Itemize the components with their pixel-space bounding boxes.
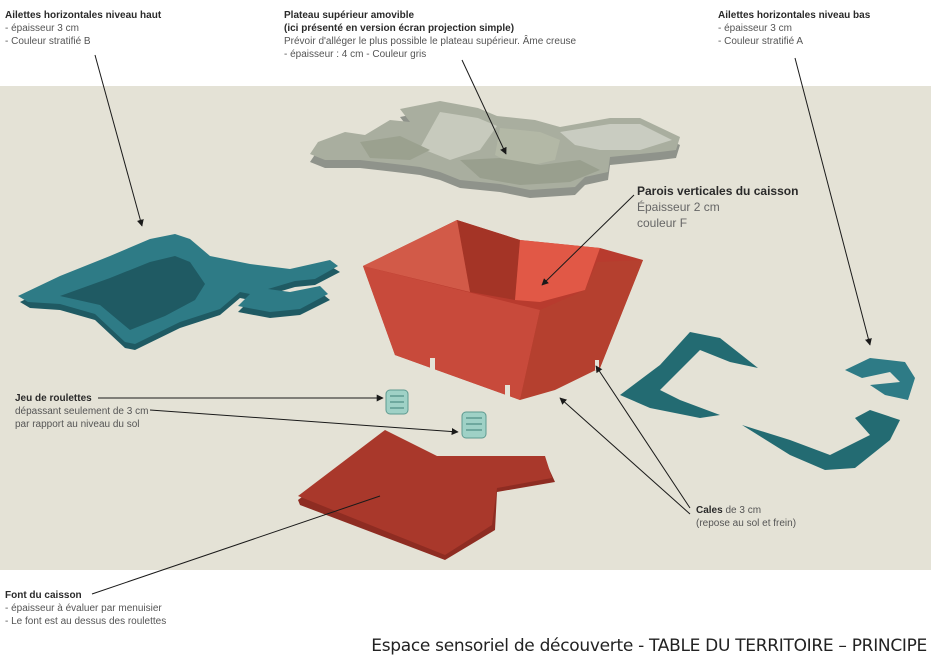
label-cales-suffix: de 3 cm	[722, 505, 762, 516]
label-cales: Cales de 3 cm (repose au sol et frein)	[696, 504, 796, 530]
label-plateau-title: Plateau supérieur amovible	[284, 10, 415, 21]
label-ailettes-haut-line: - Couleur stratifié B	[5, 36, 91, 47]
ailettes-bas-shape	[620, 332, 915, 470]
label-plateau-line: Prévoir d'alléger le plus possible le pl…	[284, 36, 577, 47]
label-cales-line: (repose au sol et frein)	[696, 518, 797, 529]
label-cales-title: Cales	[696, 505, 723, 516]
label-font-line: - Le font est au dessus des roulettes	[5, 616, 167, 627]
roulettes-shape	[385, 389, 487, 439]
label-parois: Parois verticales du caisson Épaisseur 2…	[637, 183, 798, 231]
label-ailettes-bas: Ailettes horizontales niveau bas - épais…	[718, 9, 870, 48]
label-plateau: Plateau supérieur amovible (ici présenté…	[284, 9, 576, 61]
plateau-superieur-shape	[310, 101, 680, 198]
caisson-shape	[363, 220, 643, 400]
label-plateau-subtitle: (ici présenté en version écran projectio…	[284, 23, 515, 34]
label-ailettes-bas-line: - Couleur stratifié A	[718, 36, 804, 47]
leader-arrows	[91, 54, 872, 595]
font-caisson-shape	[298, 430, 555, 560]
label-roulettes-title: Jeu de roulettes	[15, 393, 92, 404]
label-roulettes-line: dépassant seulement de 3 cm	[15, 406, 149, 417]
label-ailettes-haut-line: - épaisseur 3 cm	[5, 23, 79, 34]
label-font: Font du caisson - épaisseur à évaluer pa…	[5, 589, 166, 628]
label-parois-line: couleur F	[637, 216, 688, 230]
label-parois-line: Épaisseur 2 cm	[637, 200, 720, 214]
label-ailettes-bas-line: - épaisseur 3 cm	[718, 23, 792, 34]
ailettes-haut-shape	[18, 234, 340, 350]
label-font-title: Font du caisson	[5, 590, 82, 601]
label-ailettes-haut: Ailettes horizontales niveau haut - épai…	[5, 9, 161, 48]
label-plateau-line: - épaisseur : 4 cm - Couleur gris	[284, 49, 427, 60]
label-roulettes: Jeu de roulettes dépassant seulement de …	[15, 392, 148, 431]
label-parois-title: Parois verticales du caisson	[637, 184, 799, 198]
label-font-line: - épaisseur à évaluer par menuisier	[5, 603, 162, 614]
label-ailettes-bas-title: Ailettes horizontales niveau bas	[718, 10, 871, 21]
label-ailettes-haut-title: Ailettes horizontales niveau haut	[5, 10, 162, 21]
footer-title: Espace sensoriel de découverte - TABLE D…	[371, 636, 927, 656]
label-roulettes-line: par rapport au niveau du sol	[15, 419, 140, 430]
